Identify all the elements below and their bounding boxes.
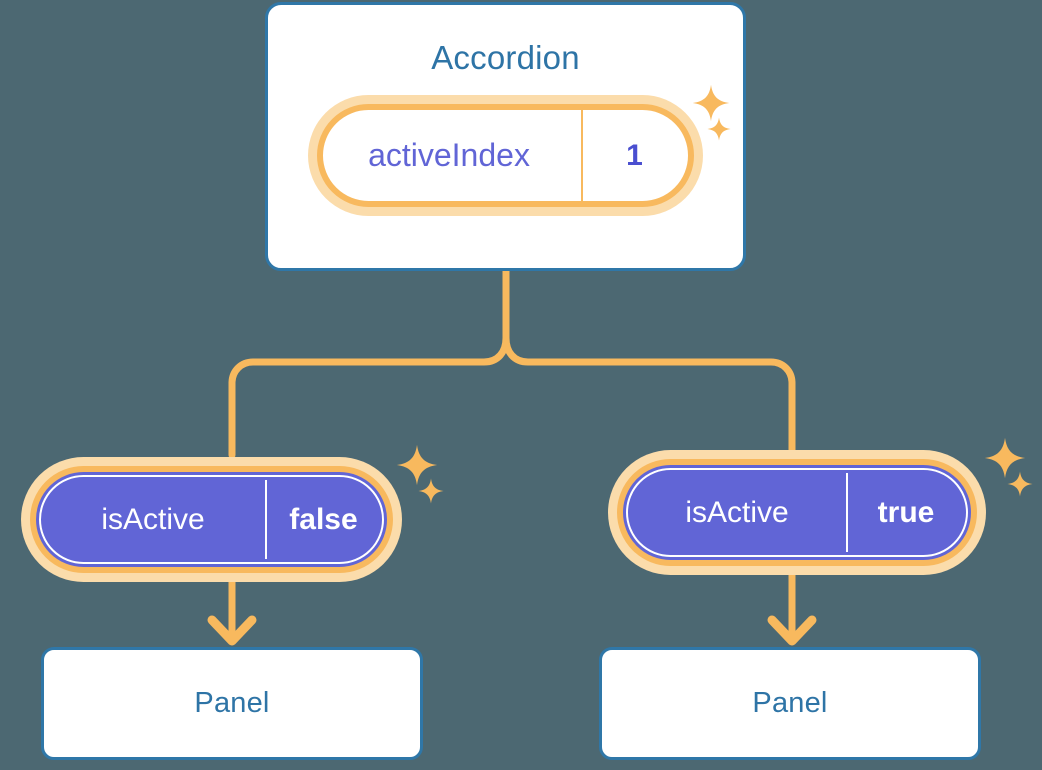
- wire-to-left-branch: [228, 267, 510, 459]
- state-name-label: isActive: [685, 495, 789, 529]
- wire-to-right-branch: [502, 267, 796, 456]
- state-name-label: isActive: [101, 502, 205, 536]
- state-pill-body: isActive true: [617, 459, 977, 566]
- state-pill-inner: isActive true: [626, 468, 968, 557]
- state-pill-divider: [265, 480, 267, 559]
- state-value-label: false: [289, 502, 358, 536]
- state-name-label: activeIndex: [368, 137, 530, 173]
- state-pill-body: activeIndex 1: [317, 104, 694, 207]
- state-pill-is-active-false[interactable]: isActive false: [21, 457, 402, 582]
- sparkle-icon: [396, 444, 438, 486]
- sparkle-icon: [418, 478, 444, 504]
- state-pill-active-index[interactable]: activeIndex 1: [308, 95, 703, 216]
- panel-card-right: Panel: [599, 647, 981, 760]
- accordion-title: Accordion: [431, 39, 580, 76]
- state-pill-divider: [846, 473, 848, 552]
- state-pill-divider: [581, 110, 583, 201]
- state-value-label: 1: [626, 138, 643, 172]
- arrow-down-icon: [207, 615, 257, 646]
- arrow-down-icon: [767, 615, 817, 646]
- panel-title: Panel: [752, 687, 828, 719]
- panel-card-left: Panel: [41, 647, 423, 760]
- state-value-label: true: [877, 495, 935, 529]
- panel-title: Panel: [194, 687, 270, 719]
- sparkle-icon: [984, 437, 1026, 479]
- state-pill-body: isActive false: [30, 466, 393, 573]
- state-pill-is-active-true[interactable]: isActive true: [608, 450, 986, 575]
- state-pill-inner: isActive false: [39, 475, 384, 564]
- sparkle-icon: [1007, 471, 1033, 497]
